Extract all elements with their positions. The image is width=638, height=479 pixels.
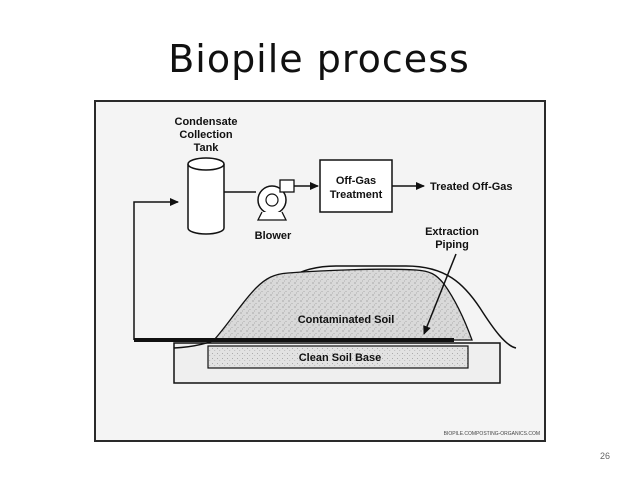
label-clean-soil-base: Clean Soil Base xyxy=(299,352,382,364)
label-extraction-line1: Extraction xyxy=(425,226,479,238)
label-blower: Blower xyxy=(255,230,292,242)
clean-soil-base-layer xyxy=(207,345,469,369)
image-credit: BIOPILE.COMPOSTING-ORGANICS.COM xyxy=(444,431,540,437)
condensate-tank xyxy=(187,164,225,235)
label-tank-line1: Condensate xyxy=(175,116,238,128)
offgas-treatment-box xyxy=(319,159,393,213)
blower-base xyxy=(256,211,288,221)
page-number: 26 xyxy=(599,451,610,461)
return-line xyxy=(133,198,179,340)
label-treated-offgas: Treated Off-Gas xyxy=(430,181,513,193)
label-offgas-line2: Treatment xyxy=(330,189,383,201)
label-tank-line2: Collection xyxy=(179,129,232,141)
slide-title: Biopile process xyxy=(168,37,470,81)
biopile-diagram: Condensate Collection Tank Blower Off-Ga… xyxy=(94,100,546,442)
contaminated-soil-pile xyxy=(212,268,473,341)
blower-outlet xyxy=(279,179,295,193)
extraction-piping-leader xyxy=(423,253,457,335)
label-contaminated-soil: Contaminated Soil xyxy=(298,314,395,326)
label-offgas-line1: Off-Gas xyxy=(336,175,376,187)
diagram-canvas: Condensate Collection Tank Blower Off-Ga… xyxy=(133,116,540,437)
label-tank-line3: Tank xyxy=(194,142,220,154)
tank-top xyxy=(187,157,225,171)
label-extraction-line2: Piping xyxy=(435,239,469,251)
blower-hub xyxy=(265,193,279,207)
